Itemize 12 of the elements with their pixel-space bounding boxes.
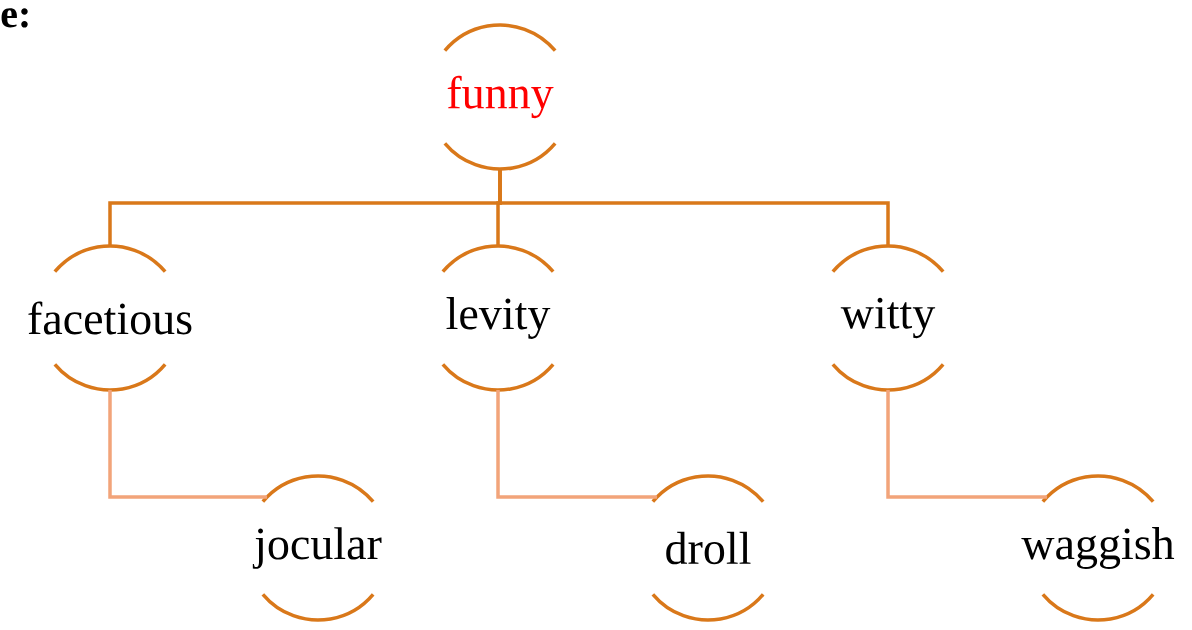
word-node: witty xyxy=(831,244,945,392)
word-node: waggish xyxy=(1021,474,1175,622)
word-node: funny xyxy=(443,23,557,171)
word-node: jocular xyxy=(252,474,382,622)
word-node: facetious xyxy=(28,244,192,392)
connector xyxy=(498,169,890,246)
word-node: levity xyxy=(441,244,555,392)
connector xyxy=(496,390,658,499)
label-text: e: xyxy=(1,8,28,28)
connector xyxy=(886,390,1048,499)
connector xyxy=(108,390,268,499)
word-node: droll xyxy=(651,474,765,622)
